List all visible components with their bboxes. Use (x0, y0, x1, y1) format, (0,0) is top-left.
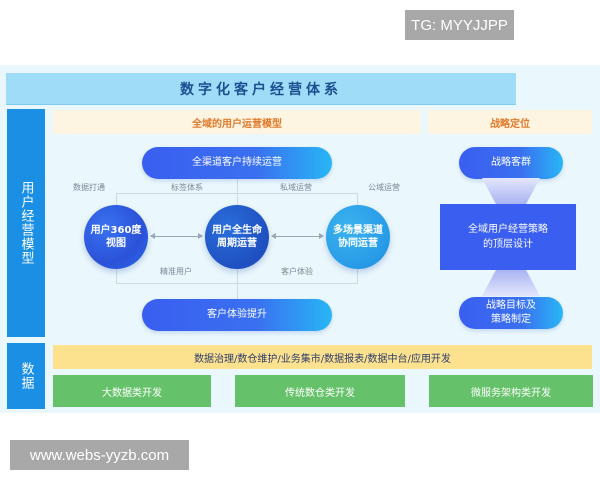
bidirectional-arrow-icon (150, 233, 203, 239)
strategic-goals-pill: 战略目标及策略制定 (459, 297, 563, 329)
circle-text: 周期运营 (217, 238, 257, 249)
label-customer-experience: 客户体验 (281, 267, 313, 276)
label-public-domain-ops: 公域运营 (368, 183, 400, 192)
customer-experience-pill: 客户体验提升 (142, 299, 332, 331)
circle-user-360-view: 用户360度视图 (84, 205, 148, 269)
connector-line (116, 193, 358, 194)
connector-line (357, 269, 358, 283)
section-heading-strategy: 战略定位 (428, 110, 592, 134)
circle-text: 用户全生命 (212, 225, 262, 236)
traditional-dw-dev-box: 传统数仓类开发 (235, 375, 405, 407)
diagram-panel: 数字化客户经营体系 用户经营模型 数据 全域的用户运营模型 战略定位 全渠道客户… (0, 65, 600, 413)
pill-text: 战略目标及 (486, 300, 536, 311)
connector-line (116, 269, 117, 283)
data-services-bar: 数据治理/数仓维护/业务集市/数据报表/数据中台/应用开发 (53, 345, 592, 369)
top-level-strategy-design-box: 全域用户经营策略的顶层设计 (440, 204, 576, 270)
circle-user-lifecycle-ops: 用户全生命周期运营 (205, 205, 269, 269)
diagram-title: 数字化客户经营体系 (6, 73, 516, 105)
section-heading-user-ops-model: 全域的用户运营模型 (53, 110, 421, 134)
microservice-dev-box: 微服务架构类开发 (429, 375, 593, 407)
circle-multi-scenario-channel-ops: 多场景渠道协同运营 (326, 205, 390, 269)
side-label-user-model: 用户经营模型 (7, 109, 45, 337)
circle-text: 协同运营 (338, 238, 378, 249)
circle-text: 用户360度 (90, 225, 142, 236)
label-tag-system: 标签体系 (171, 183, 203, 192)
circle-text: 多场景渠道 (333, 225, 383, 236)
label-precise-users: 精准用户 (160, 267, 192, 276)
connector-line (116, 283, 358, 284)
strategy-box-text: 全域用户经营策略 (468, 224, 548, 235)
big-data-dev-box: 大数据类开发 (53, 375, 211, 407)
bidirectional-arrow-icon (271, 233, 324, 239)
connector-line (116, 193, 117, 205)
strategy-box-text: 的顶层设计 (483, 239, 533, 250)
pill-text: 策略制定 (491, 314, 531, 325)
omnichannel-ops-pill: 全渠道客户持续运营 (142, 147, 332, 179)
watermark-telegram: TG: MYYJJPP (405, 10, 514, 40)
label-private-domain-ops: 私域运营 (280, 183, 312, 192)
label-data-integration: 数据打通 (73, 183, 105, 192)
circle-text: 视图 (106, 238, 126, 249)
funnel-connector (482, 270, 540, 296)
side-label-data: 数据 (7, 343, 45, 409)
connector-line (357, 193, 358, 205)
strategic-customer-group-pill: 战略客群 (459, 147, 563, 179)
watermark-website: www.webs-yyzb.com (10, 440, 189, 470)
funnel-connector (482, 178, 540, 204)
